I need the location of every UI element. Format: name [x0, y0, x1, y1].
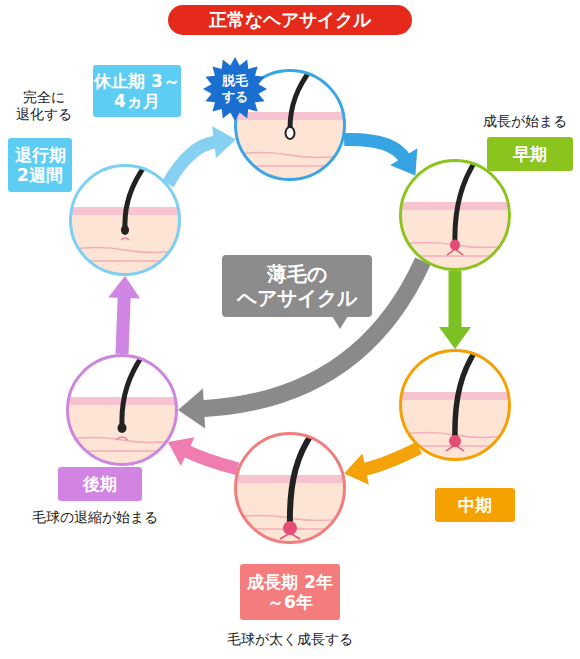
- arrow-shaft: [449, 271, 462, 329]
- phase-note: 完全に 退化する: [8, 86, 80, 126]
- phase-circle: 退行期 2週間完全に 退化する: [69, 164, 181, 276]
- starburst-node: 脱毛 する: [203, 57, 267, 121]
- starburst-fill: [203, 57, 267, 121]
- hair-strand: [455, 343, 481, 439]
- phase-note: 成長が始まる: [470, 110, 580, 132]
- flow-arrow: [108, 276, 140, 354]
- phase-label: 成長期 2年～6年: [240, 564, 340, 620]
- arrow-shaft: [364, 448, 419, 470]
- flow-arrow: [344, 448, 419, 485]
- edge-label: 薄毛の ヘアサイクル: [222, 255, 372, 317]
- circle-outline: [69, 164, 181, 276]
- papilla: [116, 437, 128, 440]
- burst-text: 脱毛 する: [213, 69, 257, 109]
- papilla: [121, 238, 129, 240]
- hair-bulb: [121, 225, 129, 235]
- hair-strand: [290, 426, 318, 526]
- arrow-head: [344, 453, 369, 484]
- circle-ring: [401, 351, 510, 460]
- circle-outline: [399, 159, 511, 271]
- flow-arrow: [168, 437, 238, 469]
- circle-outline: [399, 349, 511, 461]
- circle-ring: [401, 161, 510, 270]
- hair-bulb: [286, 127, 295, 139]
- circle-outline: [66, 354, 178, 466]
- follicle-art: [69, 158, 181, 276]
- phase-note: 毛球の退縮が始まる: [5, 506, 185, 528]
- flow-arrow: [439, 271, 471, 349]
- arrow-shaft: [168, 142, 216, 184]
- papilla: [280, 533, 300, 539]
- arrow-head: [168, 437, 195, 466]
- flow-arrow: [168, 126, 236, 184]
- phase-circle: 早期成長が始まる: [399, 159, 511, 271]
- phase-note: 毛球が太く成長する: [190, 628, 390, 650]
- follicle-art: [234, 426, 346, 544]
- phase-label: 後期: [58, 467, 142, 501]
- follicle-clip: [66, 348, 178, 466]
- title-pill: 正常なヘアサイクル: [168, 5, 412, 35]
- arrow-shaft: [186, 451, 238, 469]
- hair-bulb: [118, 423, 127, 433]
- arrow-head: [178, 389, 205, 429]
- follicle-art: [399, 343, 511, 461]
- circle-ring: [236, 434, 345, 543]
- phase-label: 中期: [435, 488, 515, 522]
- circle-ring: [71, 166, 180, 275]
- phase-label: 休止期 3～4ヵ月: [93, 65, 181, 117]
- arrow-head: [212, 126, 236, 158]
- arrow-head: [390, 148, 417, 175]
- arrow-head: [108, 276, 140, 299]
- arrow-shaft: [122, 296, 124, 354]
- arrow-shaft: [344, 139, 405, 158]
- phase-circle: 成長期 2年～6年毛球が太く成長する: [234, 432, 346, 544]
- follicle-clip: [234, 426, 346, 544]
- phase-circle: 後期毛球の退縮が始まる: [66, 354, 178, 466]
- phase-label: 早期: [487, 137, 573, 171]
- phase-circle: 中期: [399, 349, 511, 461]
- follicle-art: [66, 348, 178, 466]
- papilla: [446, 445, 464, 451]
- circle-outline: [234, 432, 346, 544]
- circle-ring: [68, 356, 177, 465]
- follicle-clip: [399, 343, 511, 461]
- follicle-clip: [69, 158, 181, 276]
- arrow-head: [439, 327, 471, 349]
- phase-label: 退行期 2週間: [8, 138, 72, 192]
- flow-arrow: [344, 139, 417, 175]
- papilla: [447, 249, 463, 255]
